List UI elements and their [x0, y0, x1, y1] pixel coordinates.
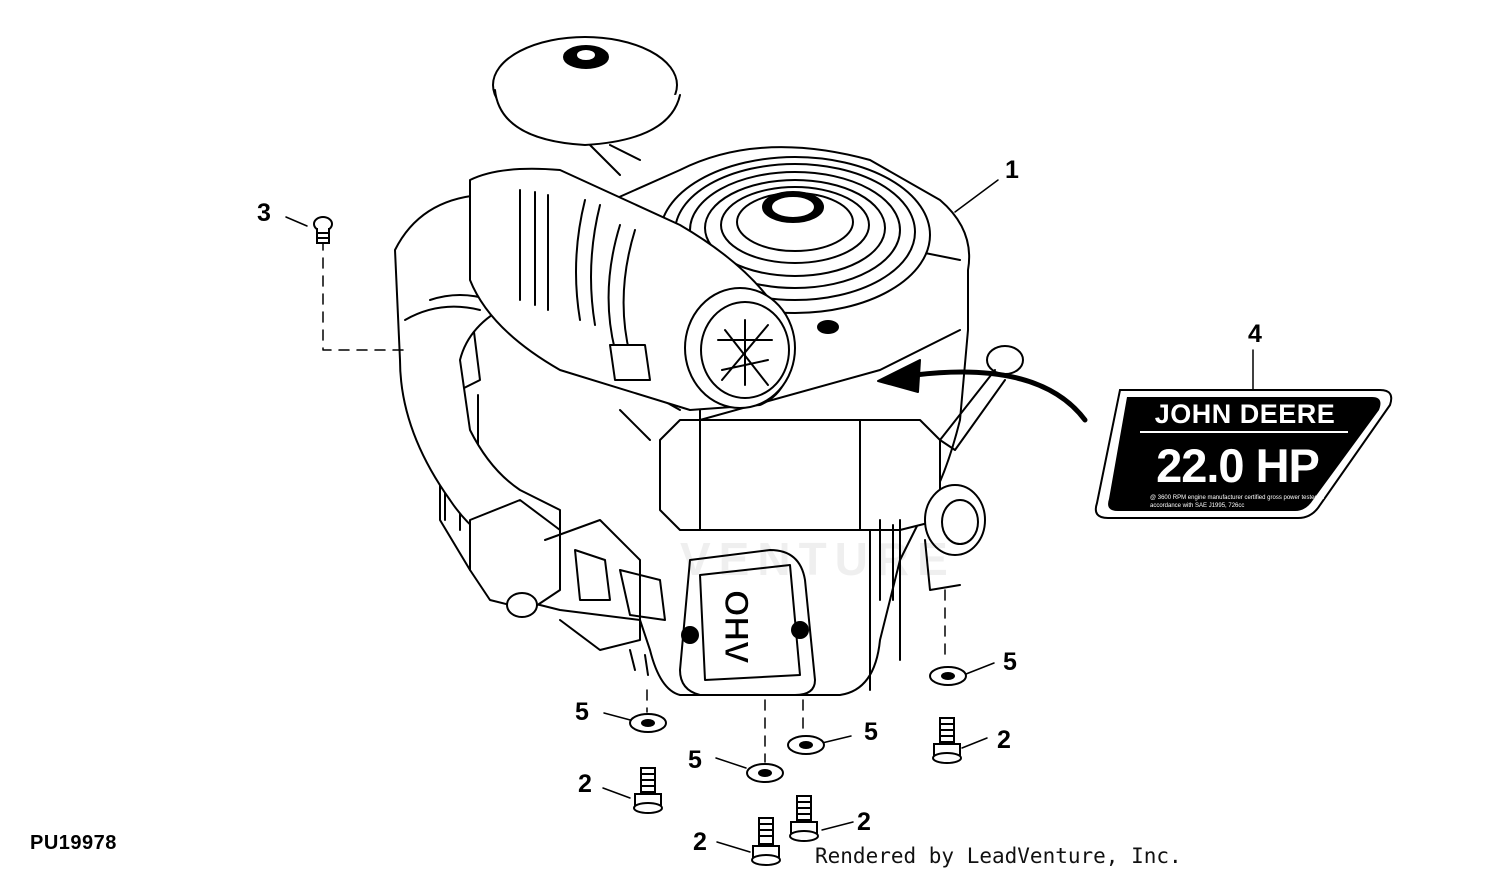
bolt-2d: [932, 717, 962, 764]
decal-horsepower-text: 22.0 HP: [1156, 439, 1320, 492]
washer-5a: [629, 713, 667, 733]
callout-2-left: 2: [578, 770, 592, 798]
air-cleaner-cap: [492, 36, 681, 176]
bolt-2c: [789, 795, 819, 842]
callout-5-right: 5: [1003, 648, 1017, 676]
air-cleaner-canister: [469, 167, 796, 411]
bolt-2a: [633, 767, 663, 814]
callout-5-center: 5: [688, 746, 702, 774]
callout-4: 4: [1248, 320, 1262, 348]
decal-22hp: [1094, 389, 1393, 519]
callout-3: 3: [257, 199, 271, 227]
callout-5-left: 5: [575, 698, 589, 726]
bolt-2b: [751, 817, 781, 866]
decal-brand-text: JOHN DEERE: [1154, 399, 1336, 429]
callout-1: 1: [1005, 156, 1019, 184]
decal-fine-print: @ 3600 RPM engine manufacturer certified…: [1150, 495, 1325, 509]
callout-2-center: 2: [693, 828, 707, 856]
carburetor-assembly: [469, 499, 666, 676]
watermark-text: VENTURE: [680, 533, 956, 585]
washer-5c: [787, 735, 825, 755]
callout-2-right: 2: [997, 726, 1011, 754]
valve-cover: [679, 549, 816, 696]
screw-3: [313, 216, 333, 244]
decal-pointer-arrow: [877, 359, 1088, 423]
hardware: [313, 216, 967, 866]
washer-5d: [929, 666, 967, 686]
callout-2-center-right: 2: [857, 808, 871, 836]
callout-5-center-right: 5: [864, 718, 878, 746]
rendered-by-credit: Rendered by LeadVenture, Inc.: [815, 844, 1182, 868]
washer-5b: [746, 763, 784, 783]
starter-motor: [924, 484, 986, 591]
dipstick: [939, 345, 1024, 451]
figure-id: PU19978: [30, 832, 117, 854]
